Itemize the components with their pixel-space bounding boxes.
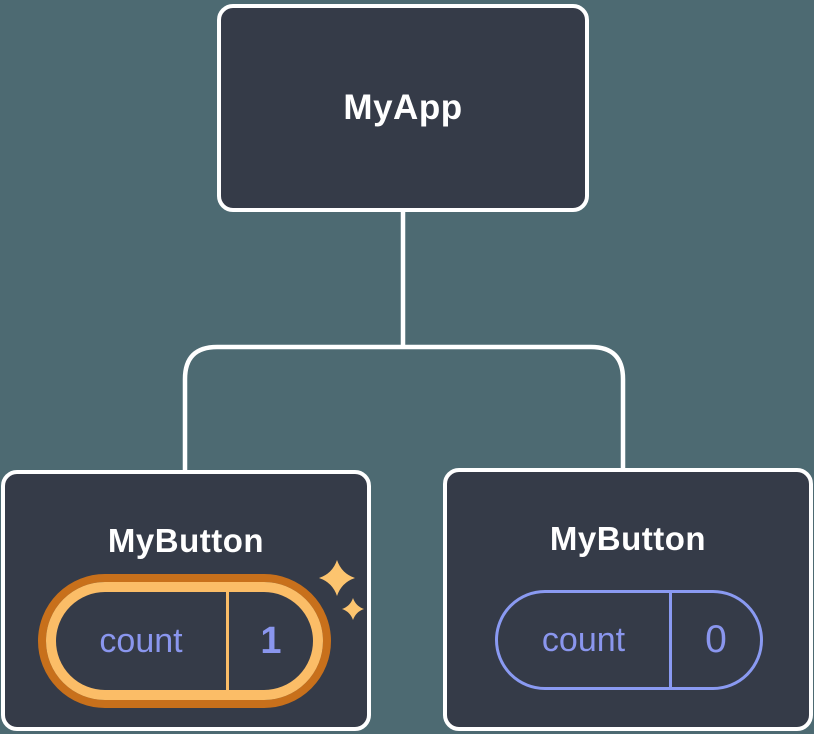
- pill-divider: [669, 593, 672, 687]
- root-component-node: MyApp: [217, 4, 589, 212]
- root-component-label: MyApp: [343, 88, 463, 127]
- pill-divider: [226, 592, 229, 690]
- state-name-label: count: [99, 621, 183, 660]
- state-value: 1: [260, 619, 282, 662]
- state-pill-ring: count 1: [46, 582, 323, 700]
- sparkles-icon: [319, 560, 364, 620]
- state-pill-highlighted: count 1: [38, 574, 331, 708]
- child-component-node-right: MyButton count 0: [443, 468, 813, 731]
- child-component-label: MyButton: [549, 520, 707, 557]
- state-name-label: count: [541, 620, 626, 659]
- state-pill-plain: count 0: [495, 590, 763, 690]
- child-component-node-left: MyButton count 1: [1, 470, 371, 731]
- child-component-label: MyButton: [107, 522, 265, 559]
- connector-branch: [182, 344, 626, 474]
- state-value: 0: [705, 618, 727, 661]
